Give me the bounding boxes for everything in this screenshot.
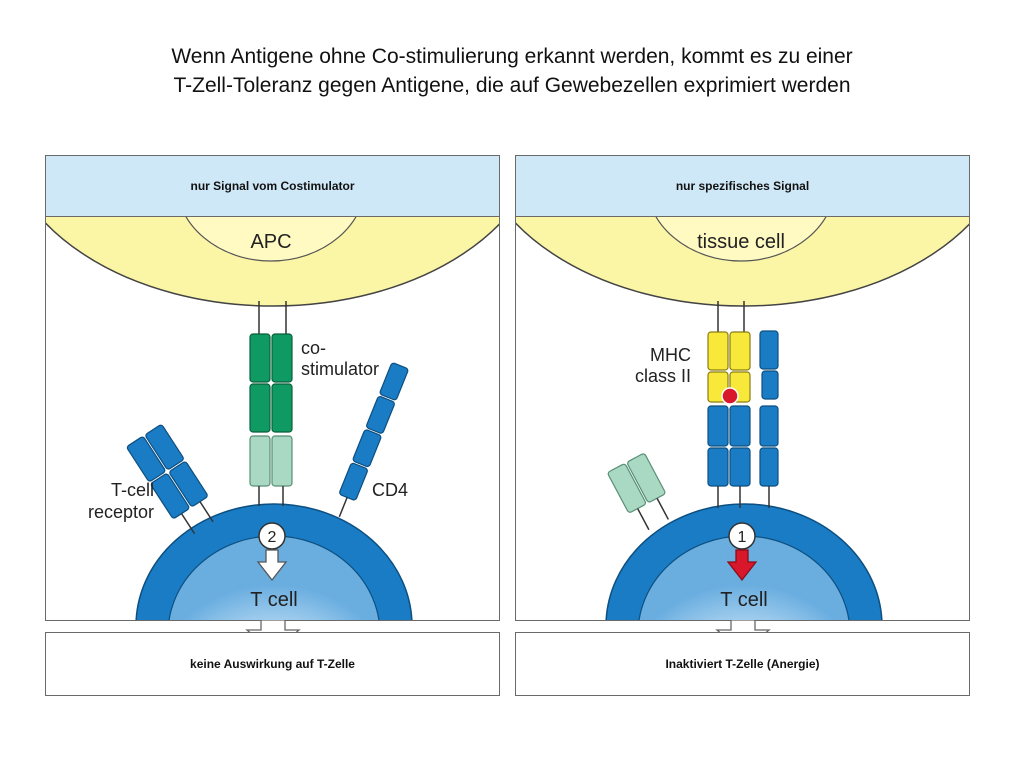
slide-title-line-2: T-Zell-Toleranz gegen Antigene, die auf … [173, 74, 851, 97]
right-panel-header: nur spezifisches Signal [516, 156, 969, 217]
t-cell-label: T cell [720, 589, 767, 611]
cd4-molecule [759, 330, 779, 508]
apc-label: APC [250, 231, 291, 253]
peptide-antigen [721, 387, 739, 405]
slide-title: Wenn Antigene ohne Co-stimulierung erkan… [0, 42, 1024, 100]
costimulator-label-line-2: stimulator [301, 359, 379, 379]
slide-title-line-1: Wenn Antigene ohne Co-stimulierung erkan… [171, 45, 853, 68]
mhc-label-line-2: class II [635, 366, 691, 386]
cd4-label: CD4 [372, 480, 408, 500]
costimulator-label-line-1: co- [301, 338, 326, 358]
mhc-label-line-1: MHC [650, 345, 691, 365]
mhc-class-ii-molecule [707, 301, 751, 403]
cd4-molecule [338, 362, 409, 518]
left-result-box: keine Auswirkung auf T-Zelle [45, 632, 500, 696]
signal-2-arrow [256, 549, 288, 582]
left-diagram: APC T cell co- stimulator [46, 156, 499, 620]
tcr-label-line-1: T-cell [111, 480, 154, 500]
costimulator-receptor [607, 453, 669, 531]
costimulator-receptor [249, 435, 293, 506]
left-panel-header: nur Signal vom Costimulator [46, 156, 499, 217]
tcr-label-line-2: receptor [88, 502, 154, 522]
signal-1-arrow [726, 549, 758, 582]
signal-2-badge [258, 522, 286, 550]
t-cell-label: T cell [250, 589, 297, 611]
t-cell-receptor [707, 405, 751, 508]
left-panel: APC T cell co- stimulator [45, 155, 500, 621]
t-cell-receptor [126, 424, 214, 535]
signal-2-number: 2 [268, 529, 277, 546]
signal-1-number: 1 [738, 529, 747, 546]
right-diagram: tissue cell T cell MHC class II [516, 156, 969, 620]
right-panel: tissue cell T cell MHC class II [515, 155, 970, 621]
costimulator-molecule [249, 301, 293, 433]
tissue-cell-label: tissue cell [697, 231, 785, 253]
right-result-box: Inaktiviert T-Zelle (Anergie) [515, 632, 970, 696]
signal-1-badge [728, 522, 756, 550]
